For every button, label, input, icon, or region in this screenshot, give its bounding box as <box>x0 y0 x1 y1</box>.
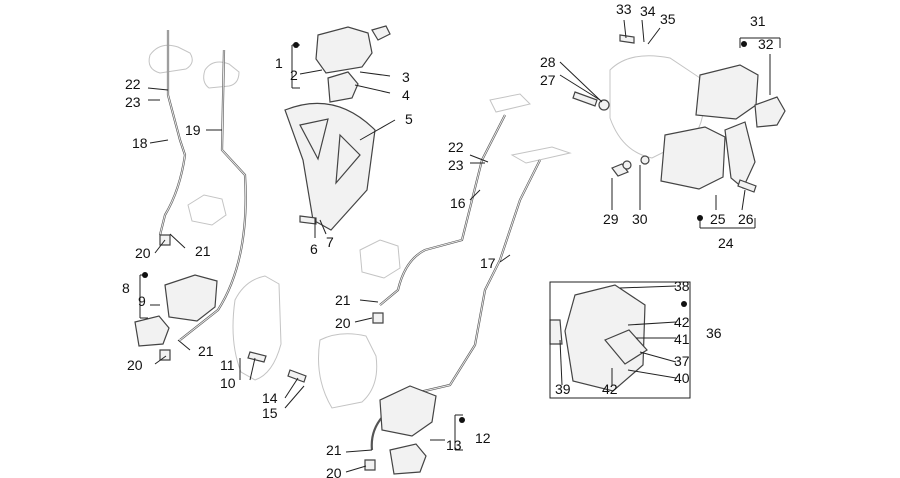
callout-15: 15 <box>262 405 278 421</box>
callout-34: 34 <box>640 3 656 19</box>
callout-8: 8 <box>122 280 130 296</box>
pad-top <box>327 71 359 103</box>
disc-guard <box>284 102 376 231</box>
callout-14: 14 <box>262 390 278 406</box>
callout-6: 6 <box>310 241 318 257</box>
callout-22-center: 22 <box>448 139 464 155</box>
callout-26: 26 <box>738 211 754 227</box>
callout-21-left-bottom: 21 <box>198 343 214 359</box>
callout-42-right: 42 <box>674 314 690 330</box>
dot-12 <box>459 417 465 423</box>
callout-20-left-bottom: 20 <box>127 357 143 373</box>
callout-31: 31 <box>750 13 766 29</box>
callout-38: 38 <box>674 278 690 294</box>
callout-20-left-top: 20 <box>135 245 151 261</box>
callout-28: 28 <box>540 54 556 70</box>
pad-right <box>724 121 756 189</box>
callout-numbers: 1 2 3 4 5 6 7 8 9 10 11 12 13 14 15 16 1… <box>122 1 774 478</box>
callout-21-bottom: 21 <box>326 442 342 458</box>
callout-20-bottom: 20 <box>326 465 342 478</box>
caliper-left <box>164 274 218 322</box>
callout-30: 30 <box>632 211 648 227</box>
callout-39: 39 <box>555 381 571 397</box>
dot-31 <box>741 41 747 47</box>
callout-19: 19 <box>185 122 201 138</box>
callout-23-left: 23 <box>125 94 141 110</box>
callout-23-center: 23 <box>448 157 464 173</box>
callout-25: 25 <box>710 211 726 227</box>
callout-13: 13 <box>446 437 462 453</box>
caliper-right <box>660 126 726 190</box>
callout-3: 3 <box>402 69 410 85</box>
group-dots <box>142 41 747 423</box>
callout-33: 33 <box>616 1 632 17</box>
brake-parts <box>134 25 786 475</box>
callout-7: 7 <box>326 234 334 250</box>
callout-12: 12 <box>475 430 491 446</box>
callout-27: 27 <box>540 72 556 88</box>
callout-10: 10 <box>220 375 236 391</box>
dot-8 <box>142 272 148 278</box>
dot-36 <box>681 301 687 307</box>
callout-16: 16 <box>450 195 466 211</box>
caliper-right-top <box>695 64 759 120</box>
callout-22-left: 22 <box>125 76 141 92</box>
callout-42-bottom: 42 <box>602 381 618 397</box>
caliper-bottom <box>379 385 437 437</box>
pad-bottom <box>389 443 427 475</box>
callout-41: 41 <box>674 331 690 347</box>
callout-21-center: 21 <box>335 292 351 308</box>
callout-32: 32 <box>758 36 774 52</box>
callout-40: 40 <box>674 370 690 386</box>
leader-lines <box>139 19 781 473</box>
callout-37: 37 <box>674 353 690 369</box>
callout-20-center: 20 <box>335 315 351 331</box>
callout-21-left-top: 21 <box>195 243 211 259</box>
callout-18: 18 <box>132 135 148 151</box>
dot-1 <box>293 42 299 48</box>
callout-36: 36 <box>706 325 722 341</box>
callout-24: 24 <box>718 235 734 251</box>
callout-4: 4 <box>402 87 410 103</box>
callout-11: 11 <box>220 357 235 373</box>
callout-29: 29 <box>603 211 619 227</box>
caliper-top <box>315 26 373 74</box>
callout-17: 17 <box>480 255 496 271</box>
callout-1: 1 <box>275 55 283 71</box>
brake-hoses <box>158 30 541 451</box>
callout-5: 5 <box>405 111 413 127</box>
pad-left <box>134 315 170 347</box>
spring-top <box>371 25 391 41</box>
callout-9: 9 <box>138 293 146 309</box>
pad-right-top <box>754 96 786 128</box>
callout-35: 35 <box>660 11 676 27</box>
dot-24 <box>697 215 703 221</box>
callout-2: 2 <box>290 67 298 83</box>
